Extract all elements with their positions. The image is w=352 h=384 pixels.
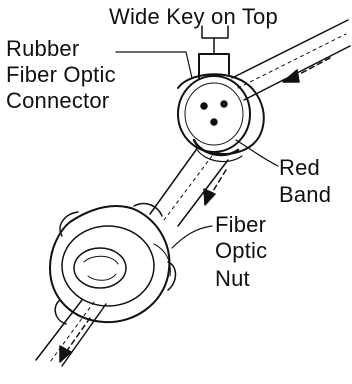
lower-flow-arrow <box>59 317 91 363</box>
label-band: Band <box>279 182 332 207</box>
lower-cable <box>35 299 107 367</box>
label-red: Red <box>279 155 320 180</box>
wide-key <box>198 25 230 79</box>
label-wide-key-on-top: Wide Key on Top <box>109 4 278 29</box>
leader-red-band <box>235 139 279 167</box>
label-rubber: Rubber <box>6 36 80 61</box>
leader-rubber <box>115 51 193 79</box>
leader-nut <box>171 225 213 249</box>
middle-flow-arrow <box>203 169 227 206</box>
label-nut: Nut <box>215 266 250 291</box>
label-optic: Optic <box>215 238 268 263</box>
label-connector: Connector <box>6 88 110 113</box>
red-band <box>192 138 243 163</box>
label-fiber-optic: Fiber Optic <box>6 62 116 87</box>
middle-cable <box>149 149 229 227</box>
upper-cable <box>231 19 351 101</box>
rubber-connector <box>177 73 265 155</box>
leader-lines <box>115 51 279 249</box>
fiber-optic-nut <box>49 202 177 325</box>
upper-flow-arrow <box>282 57 331 83</box>
label-fiber: Fiber <box>215 212 267 237</box>
